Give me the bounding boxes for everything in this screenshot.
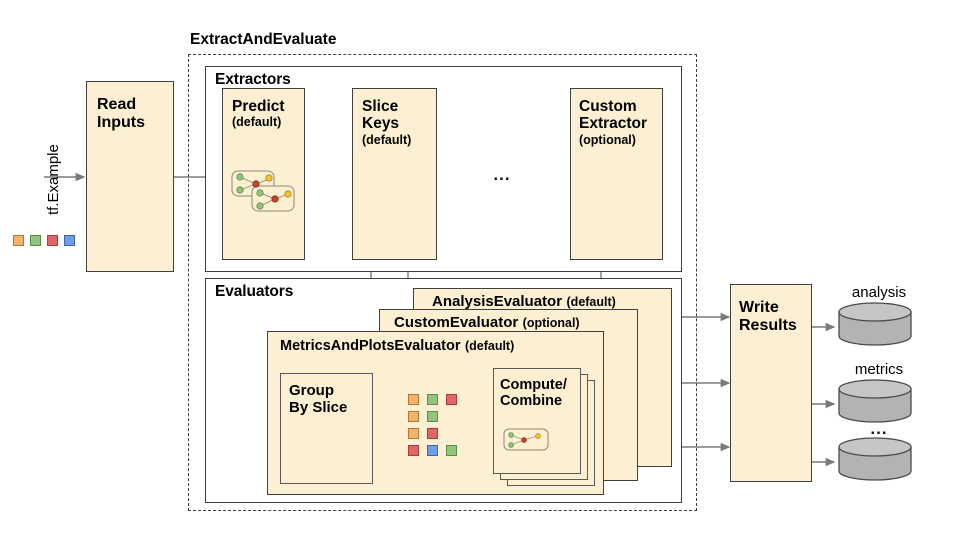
input-chip-blue <box>64 235 75 246</box>
compute-combine-line2: Combine <box>500 393 563 410</box>
model-graph-icon <box>231 170 295 212</box>
slice-chip <box>408 394 419 405</box>
write-results-line1: Write <box>739 299 779 316</box>
group-by-slice-line2: By Slice <box>289 398 348 416</box>
output-analysis-label: analysis <box>851 284 907 301</box>
extractor-predict-name: Predict <box>232 98 285 115</box>
slice-chip <box>408 445 419 456</box>
slice-chip <box>408 411 419 422</box>
compute-combine-line1: Compute/ <box>500 377 567 393</box>
extractor-custom-line1: Custom <box>579 98 637 115</box>
extractor-slice-keys-line2: Keys <box>362 115 400 133</box>
extractor-predict-box[interactable]: Predict (default) <box>222 88 305 260</box>
read-inputs-line1: Read <box>97 96 137 113</box>
analysis-evaluator-qualifier: (default) <box>566 295 616 309</box>
slice-chip <box>408 428 419 439</box>
extract-and-evaluate-title: ExtractAndEvaluate <box>190 31 337 48</box>
metrics-evaluator-name: MetricsAndPlotsEvaluator <box>280 338 461 354</box>
input-chips <box>13 235 83 249</box>
group-by-slice-box[interactable]: Group By Slice <box>280 373 373 484</box>
extractor-custom-line2: Extractor <box>579 115 648 133</box>
input-chip-red <box>47 235 58 246</box>
database-cylinder-icon <box>838 379 912 423</box>
extractor-slice-keys-line1: Slice <box>362 98 399 115</box>
output-other[interactable]: ... <box>830 419 920 481</box>
database-cylinder-icon <box>838 302 912 346</box>
read-inputs-line2: Inputs <box>97 113 145 131</box>
input-chip-green <box>30 235 41 246</box>
extractor-slice-keys-box[interactable]: Slice Keys (default) <box>352 88 437 260</box>
input-label: tf.Example <box>45 144 62 215</box>
slice-chip <box>446 394 457 405</box>
plot-graph-icon <box>503 428 549 451</box>
extractors-label: Extractors <box>215 71 291 88</box>
metrics-and-plots-evaluator-box[interactable]: MetricsAndPlotsEvaluator (default) Group… <box>267 331 604 495</box>
group-by-slice-line1: Group <box>289 382 334 399</box>
extractor-slice-keys-qualifier: (default) <box>362 132 412 147</box>
slice-chip <box>427 394 438 405</box>
write-results-box[interactable]: Write Results <box>730 284 812 482</box>
slice-chip <box>427 445 438 456</box>
read-inputs-box[interactable]: Read Inputs <box>86 81 174 272</box>
input-chip-orange <box>13 235 24 246</box>
output-analysis[interactable]: analysis <box>830 284 920 346</box>
compute-combine-box[interactable]: Compute/ Combine <box>493 368 581 474</box>
extractor-custom-qualifier: (optional) <box>579 132 636 147</box>
evaluators-label: Evaluators <box>215 283 294 300</box>
slice-chip <box>427 428 438 439</box>
output-other-label: ... <box>870 419 888 438</box>
analysis-evaluator-name: AnalysisEvaluator <box>432 293 563 310</box>
database-cylinder-icon <box>838 437 912 481</box>
extractor-predict-qualifier: (default) <box>232 115 282 130</box>
slice-chip-rows <box>408 394 466 456</box>
output-metrics[interactable]: metrics <box>830 361 920 423</box>
metrics-evaluator-qualifier: (default) <box>464 339 515 353</box>
extractors-ellipsis: ... <box>493 165 511 184</box>
custom-evaluator-name: CustomEvaluator <box>394 314 519 331</box>
extractor-custom-box[interactable]: Custom Extractor (optional) <box>570 88 663 260</box>
extract-and-evaluate-container <box>188 54 697 511</box>
output-metrics-label: metrics <box>854 361 904 378</box>
slice-chip <box>446 445 457 456</box>
custom-evaluator-qualifier: (optional) <box>522 316 580 330</box>
slice-chip <box>427 411 438 422</box>
write-results-line2: Results <box>739 316 797 334</box>
